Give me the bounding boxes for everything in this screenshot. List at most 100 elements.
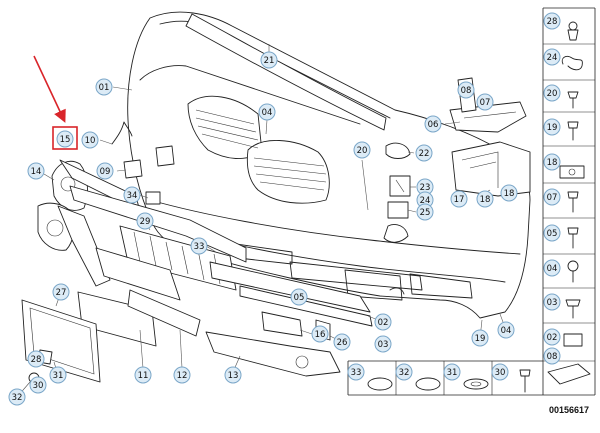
callout-bubble	[476, 190, 494, 208]
callout-label: 31	[447, 368, 458, 378]
callout-c10: 10	[81, 131, 99, 149]
callout-label: 06	[428, 120, 439, 130]
callout-c16: 16	[311, 325, 329, 343]
callout-label: 27	[56, 288, 67, 298]
callout-label: 31	[53, 371, 64, 381]
callout-c14: 14	[27, 162, 45, 180]
callout-bubble	[374, 313, 392, 331]
callout-label: 04	[262, 108, 273, 118]
callout-c30: 30	[29, 376, 47, 394]
callout-bubble	[311, 325, 329, 343]
callout-bubble	[123, 186, 141, 204]
callout-label: 29	[140, 217, 151, 227]
callout-bubble	[424, 115, 442, 133]
callout-r24: 24	[543, 48, 561, 66]
upper-trim-strip	[185, 13, 387, 131]
callout-bubble	[476, 93, 494, 111]
callout-c12: 12	[173, 366, 191, 384]
callout-bubble	[457, 81, 475, 99]
callout-bubble	[500, 184, 518, 202]
callout-label: 22	[419, 149, 430, 159]
callout-label: 04	[501, 326, 512, 336]
callout-bubble	[353, 141, 371, 159]
legend-frame	[347, 7, 596, 396]
callout-r18: 18	[543, 153, 561, 171]
callout-label: 24	[547, 53, 558, 63]
callout-label: 09	[100, 167, 111, 177]
callout-label: 17	[454, 195, 465, 205]
callout-bubble	[260, 51, 278, 69]
callout-r28: 28	[543, 12, 561, 30]
callout-bubble	[543, 48, 561, 66]
callout-b31: 31	[443, 363, 461, 381]
callout-bubble	[29, 376, 47, 394]
callout-bubble	[173, 366, 191, 384]
callout-r20: 20	[543, 84, 561, 102]
bumper-carrier	[57, 159, 247, 291]
callout-c08: 08	[457, 81, 475, 99]
callout-label: 32	[399, 368, 410, 378]
callout-label: 02	[547, 333, 558, 343]
callout-label: 07	[480, 98, 491, 108]
callout-c29: 29	[136, 212, 154, 230]
callout-bubble	[52, 283, 70, 301]
callout-label: 08	[547, 352, 558, 362]
small-brackets	[385, 142, 411, 219]
callout-r02: 02	[543, 328, 561, 346]
callout-bubble	[395, 363, 413, 381]
callout-label: 04	[547, 264, 558, 274]
lower-grille-pieces	[77, 247, 341, 377]
callout-c26: 26	[333, 333, 351, 351]
callout-c28: 28	[27, 350, 45, 368]
callout-label: 21	[264, 56, 275, 66]
callout-bubble	[81, 131, 99, 149]
callout-bubble	[374, 335, 392, 353]
callout-label: 25	[420, 208, 431, 218]
callout-c09: 09	[96, 162, 114, 180]
callout-c25: 25	[416, 203, 434, 221]
legend-glyphs	[367, 21, 591, 393]
callout-bubble	[290, 288, 308, 306]
callout-b33: 33	[347, 363, 365, 381]
callout-bubble	[95, 78, 113, 96]
callout-bubble	[471, 329, 489, 347]
callout-label: 08	[461, 86, 472, 96]
callout-label: 15	[60, 135, 71, 145]
callout-bubble	[543, 153, 561, 171]
callout-b30: 30	[491, 363, 509, 381]
callout-bubble	[543, 188, 561, 206]
callout-label: 10	[85, 136, 96, 146]
callout-bubble	[136, 212, 154, 230]
callout-bubble	[497, 321, 515, 339]
callout-label: 05	[547, 229, 558, 239]
callout-bubble	[27, 162, 45, 180]
callout-bubble	[416, 203, 434, 221]
callout-label: 32	[12, 393, 23, 403]
callout-c18a: 18	[476, 190, 494, 208]
highlight-box	[52, 126, 78, 150]
callout-b32: 32	[395, 363, 413, 381]
callout-bubble	[543, 12, 561, 30]
callout-c22: 22	[415, 144, 433, 162]
callout-r05: 05	[543, 224, 561, 242]
impact-strip	[209, 261, 373, 327]
callout-c06: 06	[424, 115, 442, 133]
callout-label: 03	[378, 340, 389, 350]
callout-c17: 17	[450, 190, 468, 208]
callout-bubble	[543, 84, 561, 102]
callout-bubble	[543, 259, 561, 277]
callout-label: 01	[99, 83, 110, 93]
callout-bubble	[27, 350, 45, 368]
callout-c01: 01	[95, 78, 113, 96]
callout-c03: 03	[374, 335, 392, 353]
callout-label: 23	[420, 183, 431, 193]
callout-bubble	[543, 347, 561, 365]
callout-bubble	[443, 363, 461, 381]
callout-label: 20	[357, 146, 368, 156]
document-code: 00156617	[549, 405, 589, 415]
callout-c04a: 04	[258, 103, 276, 121]
callout-bubble	[56, 130, 74, 148]
callout-c04b: 04	[497, 321, 515, 339]
